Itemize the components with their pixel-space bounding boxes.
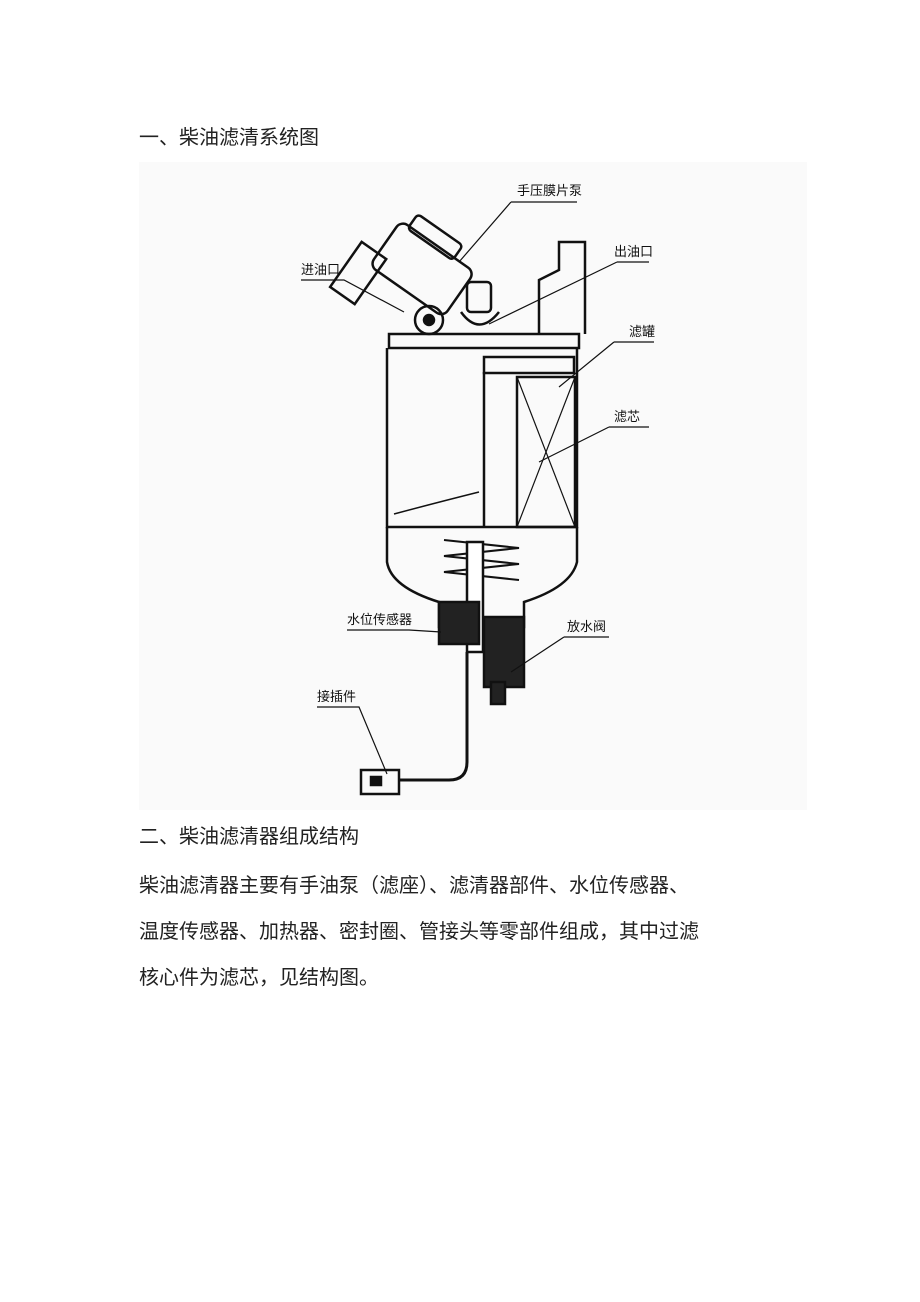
inlet-port (413, 304, 445, 336)
label-outlet: 出油口 (614, 245, 653, 260)
section-1-heading: 一、柴油滤清系统图 (139, 125, 319, 149)
diesel-filter-diagram: 手压膜片泵 进油口 出油口 滤罐 滤芯 水位传感器 放水阀 接插件 (139, 162, 807, 810)
water-level-sensor (437, 600, 481, 646)
filter-drawing (328, 214, 587, 796)
filter-element (515, 375, 577, 529)
filter-tank (385, 348, 579, 529)
body-line-2: 温度传感器、加热器、密封圈、管接头等零部件组成，其中过滤 (139, 919, 699, 943)
hand-pump (328, 214, 473, 316)
label-connector: 接插件 (317, 689, 356, 705)
label-inlet: 进油口 (301, 263, 340, 278)
body-line-1: 柴油滤清器主要有手油泵（滤座）、滤清器部件、水位传感器、 (139, 873, 689, 897)
label-hand-pump: 手压膜片泵 (517, 184, 582, 199)
connector (359, 768, 401, 796)
label-drain-valve: 放水阀 (567, 620, 606, 635)
label-tank: 滤罐 (629, 325, 655, 340)
section-2-heading: 二、柴油滤清器组成结构 (139, 824, 359, 848)
label-water-sensor: 水位传感器 (347, 612, 412, 628)
tank-top-ring (482, 355, 576, 375)
sensor-cable (399, 652, 469, 782)
outlet-fitting (537, 240, 587, 334)
label-element: 滤芯 (614, 410, 640, 425)
body-line-3: 核心件为滤芯，见结构图。 (139, 965, 379, 989)
outlet-valve (465, 280, 493, 314)
drain-valve (482, 615, 526, 689)
leader-lines (301, 201, 654, 775)
filter-head-plate (387, 332, 581, 350)
